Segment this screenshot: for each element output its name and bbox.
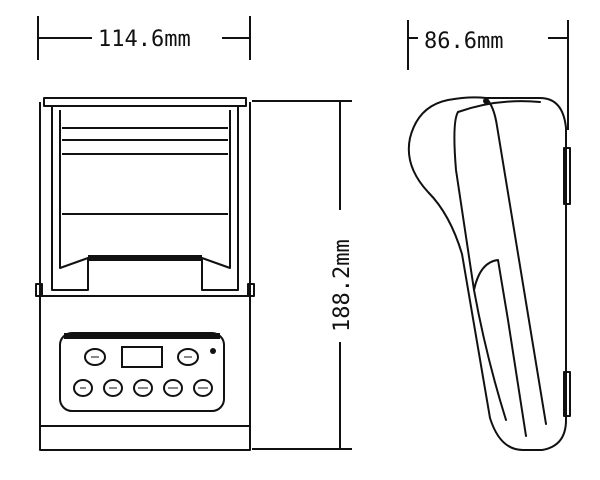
side-back-curve [457,100,541,113]
front-width-label: 114.6mm [98,27,191,52]
side-top-button [483,98,489,104]
panel-button-top-left [84,348,106,366]
side-clip-upper [563,147,571,205]
front-lid-top [43,97,247,107]
side-depth-label: 86.6mm [424,29,503,54]
side-inner-panel [453,111,527,437]
panel-button-4 [163,379,183,397]
display-window [121,346,163,368]
front-paper-slot [88,255,202,261]
front-paper-compartment [51,106,239,291]
panel-button-top-right [177,348,199,366]
front-compartment-inner [59,110,231,269]
side-clip-lower [563,371,571,417]
printer-side-view [407,96,571,451]
status-indicator-icon [210,348,216,354]
panel-button-glyphs [80,356,208,389]
front-width-dimension [37,16,251,60]
panel-button-3 [133,379,153,397]
panel-button-1 [73,379,93,397]
panel-button-5 [193,379,213,397]
control-panel-frame [59,332,225,412]
side-lower-curve [473,289,507,421]
side-depth-dimension [407,20,569,130]
control-panel-header [64,333,220,339]
height-dimension [252,100,352,450]
front-upper-shell [39,102,251,297]
front-lower-body [39,295,251,451]
control-panel [59,332,225,412]
panel-button-2 [103,379,123,397]
height-label: 188.2mm [330,239,355,332]
side-body-outline [407,96,567,451]
printer-front-view [35,97,255,451]
